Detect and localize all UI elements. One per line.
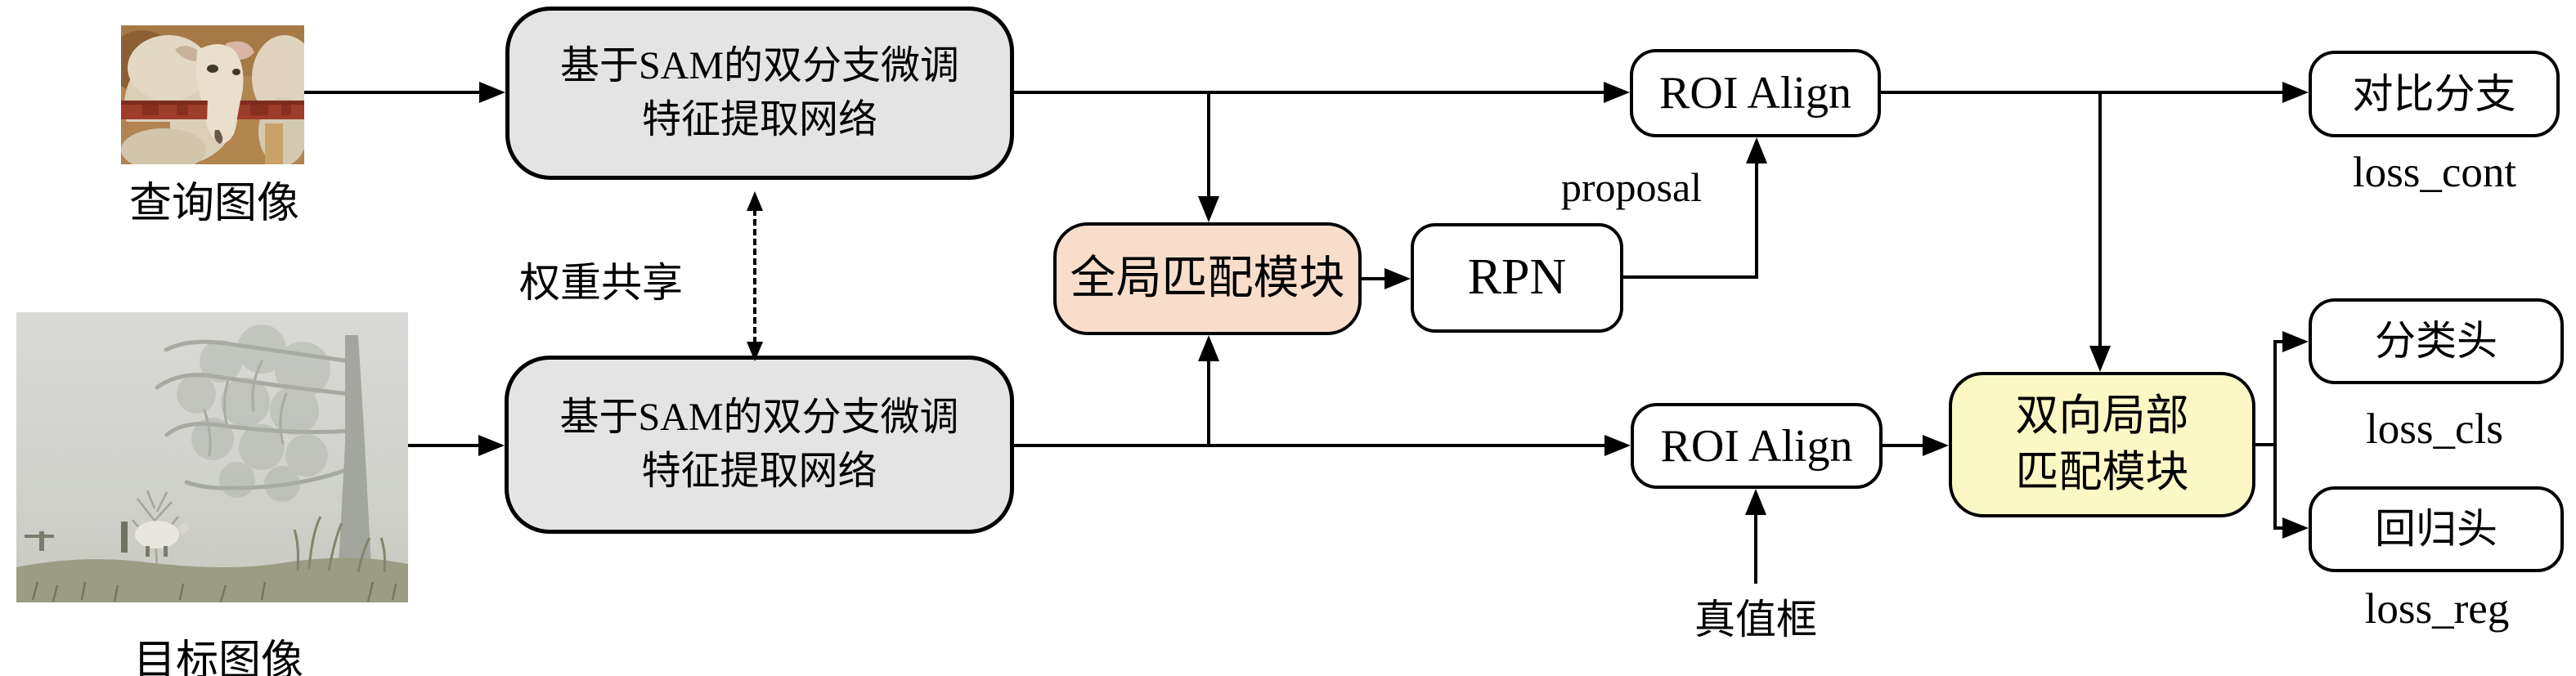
edge-roi-top-to-contrast [1881, 91, 2284, 94]
edge-global-match-to-rpn [1362, 277, 1386, 280]
backbone-query-line2: 特征提取网络 [641, 98, 877, 141]
edge-backbone-query-to-roi [1014, 91, 1605, 94]
arrowhead-weight-share-up [747, 191, 763, 211]
local-match-line2: 匹配模块 [2015, 449, 2189, 496]
node-local-match-module: 双向局部 匹配模块 [1949, 372, 2255, 517]
arrowhead-roi-top-to-contrast [2282, 82, 2309, 103]
node-backbone-target: 基于SAM的双分支微调 特征提取网络 [505, 356, 1014, 534]
target-image-photo [16, 312, 408, 602]
edge-rpn-proposal-v [1755, 162, 1758, 279]
loss-cls-label: loss_cls [2366, 405, 2503, 453]
sheep-photo-illustration [121, 25, 304, 164]
gt-box-label: 真值框 [1694, 597, 1817, 642]
reg-head-label: 回归头 [2375, 506, 2497, 553]
cls-head-label: 分类头 [2375, 318, 2497, 365]
target-image-label: 目标图像 [132, 638, 303, 676]
arrowhead-query-to-global-match [1198, 196, 1219, 222]
global-match-label: 全局匹配模块 [1070, 253, 1345, 304]
node-roi-align-bottom: ROI Align [1631, 403, 1883, 489]
edge-target-to-backbone [408, 444, 480, 447]
arrowhead-to-reg-head [2282, 517, 2309, 539]
loss-cont-label: loss_cont [2352, 149, 2517, 196]
edge-weight-share-dashed [753, 209, 756, 343]
query-image-photo [121, 25, 304, 164]
edge-branch-to-cls [2273, 340, 2284, 343]
arrowhead-weight-share-down [747, 342, 763, 361]
loss-reg-label: loss_reg [2364, 585, 2510, 633]
arrowhead-target-to-global-match [1198, 335, 1219, 361]
edge-roi-top-to-local-match [2098, 91, 2102, 347]
node-rpn: RPN [1411, 223, 1623, 333]
arrowhead-to-cls-head [2282, 331, 2309, 352]
arrowhead-target-to-backbone [478, 435, 505, 456]
edge-backbone-target-to-roi [1014, 444, 1606, 447]
node-backbone-query: 基于SAM的双分支微调 特征提取网络 [505, 7, 1014, 180]
node-contrast-branch: 对比分支 [2309, 51, 2560, 137]
edge-heads-branch-v [2273, 340, 2277, 530]
arrowhead-roi-top-to-local-match [2089, 346, 2111, 372]
edge-local-match-out [2255, 443, 2277, 446]
node-global-match-module: 全局匹配模块 [1053, 222, 1362, 335]
node-reg-head: 回归头 [2309, 486, 2564, 572]
proposal-label: proposal [1560, 164, 1703, 210]
edge-roi-bottom-to-local-match [1883, 444, 1924, 447]
foggy-field-photo-illustration [16, 312, 408, 602]
arrowhead-backbone-target-to-roi [1604, 435, 1631, 456]
edge-target-to-global-match [1207, 360, 1210, 447]
edge-rpn-proposal-h [1623, 275, 1758, 279]
edge-branch-to-reg [2273, 526, 2284, 530]
rpn-label: RPN [1467, 249, 1567, 306]
contrast-branch-label: 对比分支 [2352, 70, 2516, 117]
edge-gt-to-roi [1754, 512, 1757, 584]
backbone-query-line1: 基于SAM的双分支微调 [559, 43, 960, 87]
arrowhead-backbone-query-to-roi [1604, 82, 1630, 103]
arrowhead-roi-bottom-to-local-match [1923, 435, 1949, 456]
roi-align-bottom-label: ROI Align [1660, 420, 1853, 472]
weight-share-label: 权重共享 [519, 260, 683, 306]
arrowhead-gt-to-roi [1745, 489, 1766, 515]
edge-query-to-global-match [1207, 92, 1210, 198]
backbone-target-line1: 基于SAM的双分支微调 [559, 395, 959, 439]
query-image-label: 查询图像 [128, 181, 299, 227]
local-match-line1: 双向局部 [2015, 392, 2189, 441]
edge-query-to-backbone [304, 91, 481, 94]
backbone-target-line2: 特征提取网络 [641, 450, 877, 493]
node-cls-head: 分类头 [2309, 298, 2564, 384]
arrowhead-global-match-to-rpn [1384, 268, 1411, 289]
arrowhead-query-to-backbone [479, 82, 505, 103]
arrowhead-proposal-to-roi [1746, 137, 1767, 163]
roi-align-top-label: ROI Align [1659, 68, 1851, 119]
node-roi-align-top: ROI Align [1630, 49, 1881, 137]
